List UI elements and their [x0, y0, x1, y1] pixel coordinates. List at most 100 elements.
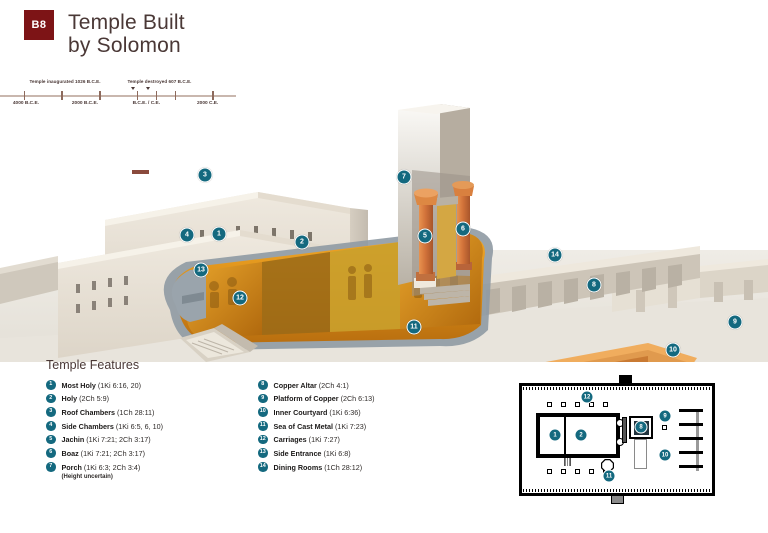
temple-illustration-svg	[0, 104, 768, 478]
illustration-marker-6[interactable]: 6	[455, 221, 471, 237]
timeline-event-caption: Temple inaugurated 1026 B.C.E.	[29, 79, 101, 84]
legend-item-number: 1	[46, 380, 56, 390]
legend-columns: 1 Most Holy (1Ki 6:16, 20) 2 Holy (2Ch 5:9)…	[46, 380, 466, 480]
temple-features-legend: Temple Features 1 Most Holy (1Ki 6:16, 20…	[46, 358, 466, 480]
legend-item[interactable]: 1 Most Holy (1Ki 6:16, 20)	[46, 380, 236, 390]
illustration-marker-11[interactable]: 11	[406, 319, 422, 335]
legend-item-label: Dining Rooms (1Ch 28:12)	[273, 462, 363, 472]
legend-item[interactable]: 2 Holy (2Ch 5:9)	[46, 393, 236, 404]
legend-item[interactable]: 11 Sea of Cast Metal (1Ki 7:23)	[258, 421, 448, 431]
illustration-marker-14[interactable]: 14	[547, 247, 563, 263]
illustration-marker-7[interactable]: 7	[396, 169, 412, 185]
floor-plan-top-hatch	[523, 387, 711, 390]
floor-plan-marker-8[interactable]: 8	[634, 420, 648, 434]
floor-plan-carriage	[589, 469, 594, 474]
timeline-axis-label: B.C.E. / C.E.	[132, 101, 161, 106]
floor-plan-carriage	[547, 469, 552, 474]
timeline-event-caption: Temple destroyed 607 B.C.E.	[127, 79, 192, 84]
floor-plan-altar-ramp	[634, 439, 647, 469]
legend-item-label: Jachin (1Ki 7:21; 2Ch 3:17)	[61, 435, 151, 445]
legend-item[interactable]: 12 Carriages (1Ki 7:27)	[258, 434, 448, 445]
floor-plan-platform-of-copper	[662, 425, 667, 430]
legend-item-label: Side Entrance (1Ki 6:8)	[273, 448, 351, 458]
legend-title: Temple Features	[46, 358, 140, 372]
legend-item-label: Roof Chambers (1Ch 28:11)	[61, 407, 155, 417]
illustration-marker-8[interactable]: 8	[586, 277, 602, 293]
floor-plan-carriage	[561, 469, 566, 474]
legend-item[interactable]: 10 Inner Courtyard (1Ki 6:36)	[258, 407, 448, 417]
timeline-axis	[0, 95, 236, 97]
illustration-marker-9[interactable]: 9	[727, 314, 743, 330]
floor-plan-carriage	[561, 402, 566, 407]
legend-item-label: Sea of Cast Metal (1Ki 7:23)	[273, 421, 367, 431]
floor-plan-rib	[679, 409, 703, 413]
legend-item-number: 12	[258, 434, 268, 445]
illustration-marker-3[interactable]: 3	[197, 167, 213, 183]
illustration-marker-2[interactable]: 2	[294, 234, 310, 250]
timeline-axis-label: 4000 B.C.E.	[12, 101, 40, 106]
illustration-marker-1[interactable]: 1	[211, 226, 227, 242]
floor-plan-marker-9[interactable]: 9	[658, 409, 672, 423]
timeline-tick	[61, 91, 63, 100]
legend-item-number: 10	[258, 407, 268, 417]
legend-column-left: 1 Most Holy (1Ki 6:16, 20) 2 Holy (2Ch 5:9)…	[46, 380, 236, 480]
legend-item-label: Copper Altar (2Ch 4:1)	[273, 380, 349, 390]
legend-item-number: 4	[46, 421, 56, 431]
timeline-event-arrow	[145, 87, 150, 90]
legend-item-number: 9	[258, 393, 268, 404]
legend-item-label: Inner Courtyard (1Ki 6:36)	[273, 407, 361, 417]
legend-item[interactable]: 5 Jachin (1Ki 7:21; 2Ch 3:17)	[46, 434, 236, 445]
legend-item-number: 11	[258, 421, 268, 431]
legend-item-number: 6	[46, 448, 56, 458]
legend-item[interactable]: 8 Copper Altar (2Ch 4:1)	[258, 380, 448, 390]
legend-item-number: 13	[258, 448, 268, 458]
floor-plan-carriage	[589, 402, 594, 407]
floor-plan-marker-1[interactable]: 1	[548, 428, 562, 442]
page-title-line1: Temple Built	[68, 11, 185, 34]
section-badge: B8	[24, 10, 54, 40]
floor-plan-marker-11[interactable]: 11	[602, 469, 616, 483]
page-title: Temple Built by Solomon	[68, 10, 185, 57]
illustration-marker-5[interactable]: 5	[417, 228, 433, 244]
timeline-temple-period-span	[132, 170, 149, 174]
legend-item-label: Carriages (1Ki 7:27)	[273, 435, 340, 445]
illustration-marker-10[interactable]: 10	[665, 342, 681, 358]
legend-item[interactable]: 13 Side Entrance (1Ki 6:8)	[258, 448, 448, 458]
timeline-axis-label: 2000 B.C.E.	[71, 101, 99, 106]
illustration-marker-13[interactable]: 13	[193, 262, 209, 278]
legend-item-number: 2	[46, 393, 56, 404]
timeline-event-arrow	[131, 87, 136, 90]
timeline-tick	[155, 91, 158, 100]
floor-plan-marker-12[interactable]: 12	[580, 390, 594, 404]
legend-item-label: Boaz (1Ki 7:21; 2Ch 3:17)	[61, 448, 146, 458]
floor-plan-carriage	[547, 402, 552, 407]
floor-plan-rib	[679, 465, 703, 469]
legend-item-label: Holy (2Ch 5:9)	[61, 394, 110, 404]
illustration-marker-4[interactable]: 4	[179, 227, 195, 243]
legend-item-label: Most Holy (1Ki 6:16, 20)	[61, 380, 142, 390]
floor-plan-marker-2[interactable]: 2	[574, 428, 588, 442]
timeline-tick	[136, 91, 139, 100]
page-title-line2: by Solomon	[68, 34, 181, 57]
legend-item-number: 8	[258, 380, 268, 390]
legend-item-number: 7	[46, 462, 56, 472]
legend-item[interactable]: 6 Boaz (1Ki 7:21; 2Ch 3:17)	[46, 448, 236, 458]
floor-plan-bottom-hatch	[523, 489, 711, 492]
floor-plan-carriage	[575, 469, 580, 474]
floor-plan-gate	[611, 495, 624, 504]
legend-item-number: 5	[46, 434, 56, 445]
timeline-tick	[23, 91, 26, 100]
floor-plan-carriage	[575, 402, 580, 407]
illustration-marker-12[interactable]: 12	[232, 290, 248, 306]
floor-plan-marker-10[interactable]: 10	[658, 448, 672, 462]
timeline-tick	[174, 91, 177, 100]
timeline	[0, 78, 236, 174]
